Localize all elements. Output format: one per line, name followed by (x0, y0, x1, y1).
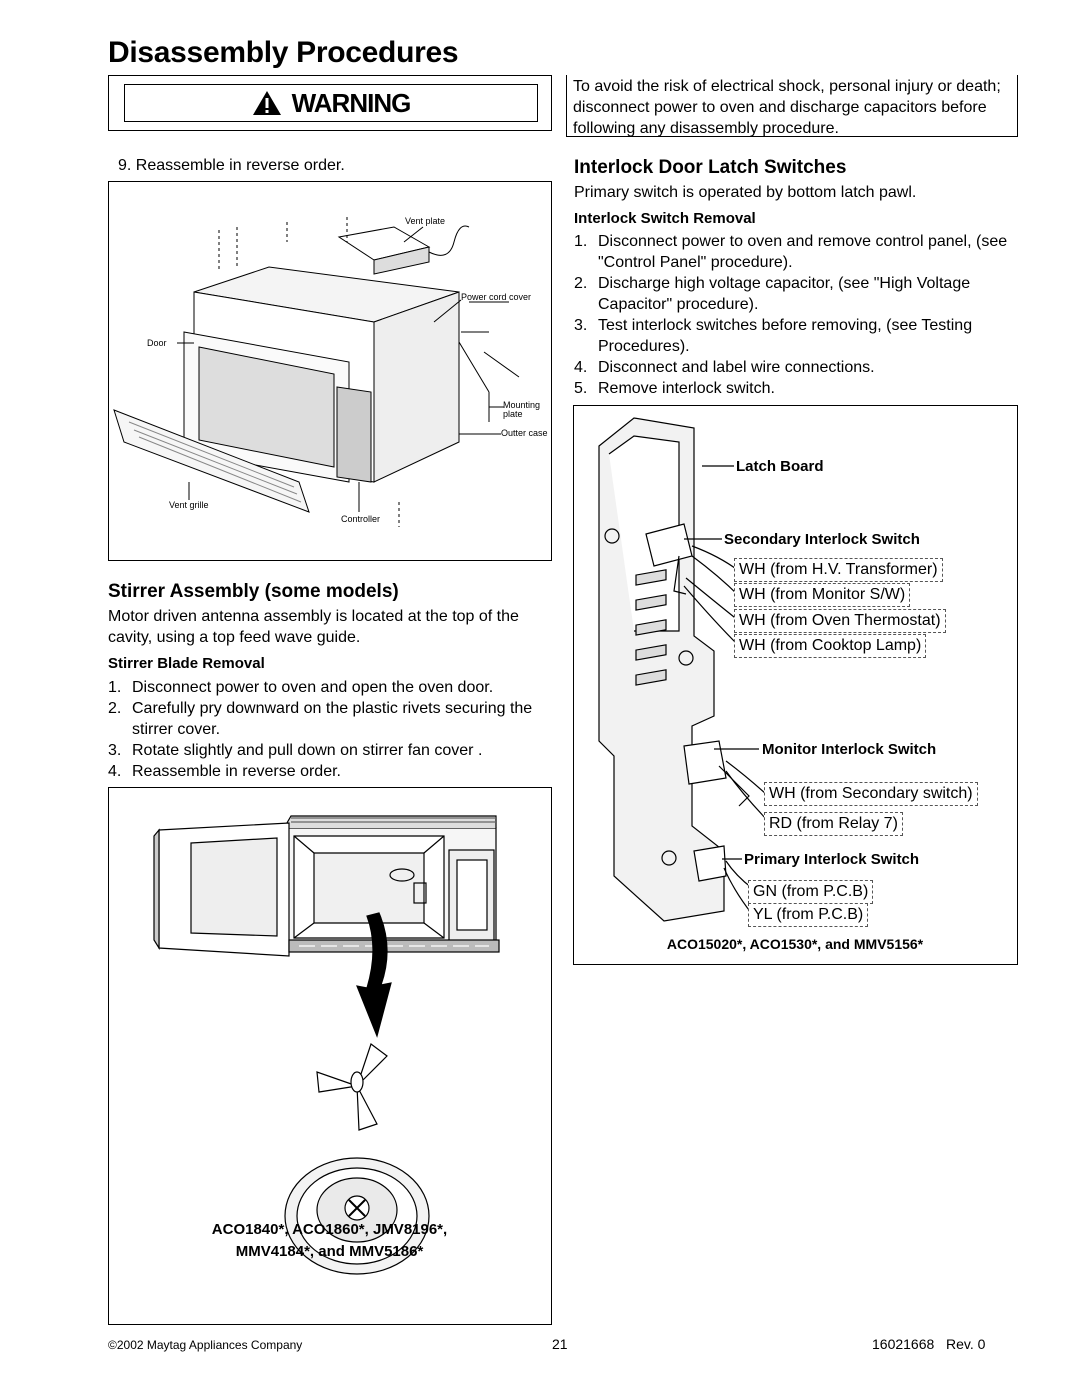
stirrer-subheading: Stirrer Blade Removal (108, 655, 265, 672)
stirrer-heading: Stirrer Assembly (some models) (108, 581, 399, 602)
label-controller: Controller (341, 514, 381, 524)
footer-page-number: 21 (552, 1336, 568, 1352)
caption-line-2: MMV4184*, and MMV5186* (235, 1243, 424, 1260)
label-outter-case: Outter case (501, 428, 548, 438)
list-item: 4.Disconnect and label wire connections. (574, 359, 875, 376)
latch-board-illustration (598, 417, 770, 922)
figure-stirrer-caption: ACO1840*, ACO1860*, JMV8196*, MMV4184*, … (109, 1219, 550, 1263)
figure-oven-disassembly: Vent plate Power cord cover Door Mountin… (108, 181, 552, 561)
list-item: 3.Rotate slightly and pull down on stirr… (108, 742, 483, 759)
stirrer-illustration (153, 815, 500, 1275)
list-item: 1.Disconnect power to oven and open the … (108, 679, 494, 696)
label-plate: plate (503, 409, 523, 419)
step-9: 9. Reassemble in reverse order. (118, 157, 345, 174)
stirrer-steps-list: 1.Disconnect power to oven and open the … (108, 677, 552, 782)
interlock-heading-wrap: Interlock Door Latch Switches (574, 157, 846, 179)
wire-primary-1: GN (from P.C.B) (748, 880, 874, 904)
warning-text: To avoid the risk of electrical shock, p… (566, 75, 1018, 137)
label-door: Door (147, 338, 167, 348)
label-vent-grille: Vent grille (169, 500, 209, 510)
label-power-cord-cover: Power cord cover (461, 292, 532, 302)
interlock-intro: Primary switch is operated by bottom lat… (574, 184, 917, 201)
figure-interlock-caption: ACO15020*, ACO1530*, and MMV5156* (666, 936, 924, 952)
list-item: 1.Disconnect power to oven and remove co… (574, 233, 1008, 271)
wire-secondary-1: WH (from H.V. Transformer) (734, 558, 943, 582)
list-item: 4.Reassemble in reverse order. (108, 763, 341, 780)
list-item: 3.Test interlock switches before removin… (574, 317, 973, 355)
list-item: 2.Discharge high voltage capacitor, (see… (574, 275, 971, 313)
interlock-heading: Interlock Door Latch Switches (574, 157, 847, 178)
label-monitor-interlock-switch: Monitor Interlock Switch (762, 741, 937, 758)
label-latch-board: Latch Board (736, 458, 824, 475)
wire-secondary-4: WH (from Cooktop Lamp) (734, 634, 927, 658)
page-title: Disassembly Procedures (108, 36, 459, 69)
warning-triangle-icon (252, 91, 281, 115)
figure-stirrer: ACO1840*, ACO1860*, JMV8196*, MMV4184*, … (108, 787, 552, 1325)
footer-copyright: ©2002 Maytag Appliances Company (108, 1338, 303, 1352)
warning-banner: WARNING (124, 84, 538, 122)
warning-word: WARNING (291, 87, 412, 118)
list-item: 2.Carefully pry downward on the plastic … (108, 700, 533, 738)
stirrer-heading-wrap: Stirrer Assembly (some models) (108, 581, 399, 603)
list-item: 5.Remove interlock switch. (574, 380, 775, 397)
interlock-steps-list: 1.Disconnect power to oven and remove co… (574, 231, 1020, 399)
wire-secondary-3: WH (from Oven Thermostat) (734, 609, 946, 633)
figure-interlock: Latch Board Secondary Interlock Switch W… (573, 405, 1018, 965)
wire-secondary-2: WH (from Monitor S/W) (734, 583, 911, 607)
oven-exploded-illustration (113, 217, 520, 527)
wire-monitor-2: RD (from Relay 7) (764, 812, 903, 836)
footer-doc-number: 16021668 Rev. 0 (872, 1336, 986, 1352)
label-secondary-interlock-switch: Secondary Interlock Switch (724, 531, 920, 548)
label-primary-interlock-switch: Primary Interlock Switch (744, 851, 920, 868)
stirrer-intro: Motor driven antenna assembly is located… (108, 608, 519, 646)
caption-line-1: ACO1840*, ACO1860*, JMV8196*, (211, 1221, 448, 1238)
wire-monitor-1: WH (from Secondary switch) (764, 782, 978, 806)
label-mounting: Mounting (503, 400, 541, 410)
wire-primary-2: YL (from P.C.B) (748, 903, 869, 927)
label-vent-plate: Vent plate (405, 216, 446, 226)
interlock-subheading: Interlock Switch Removal (574, 210, 756, 227)
warning-box (108, 75, 552, 131)
